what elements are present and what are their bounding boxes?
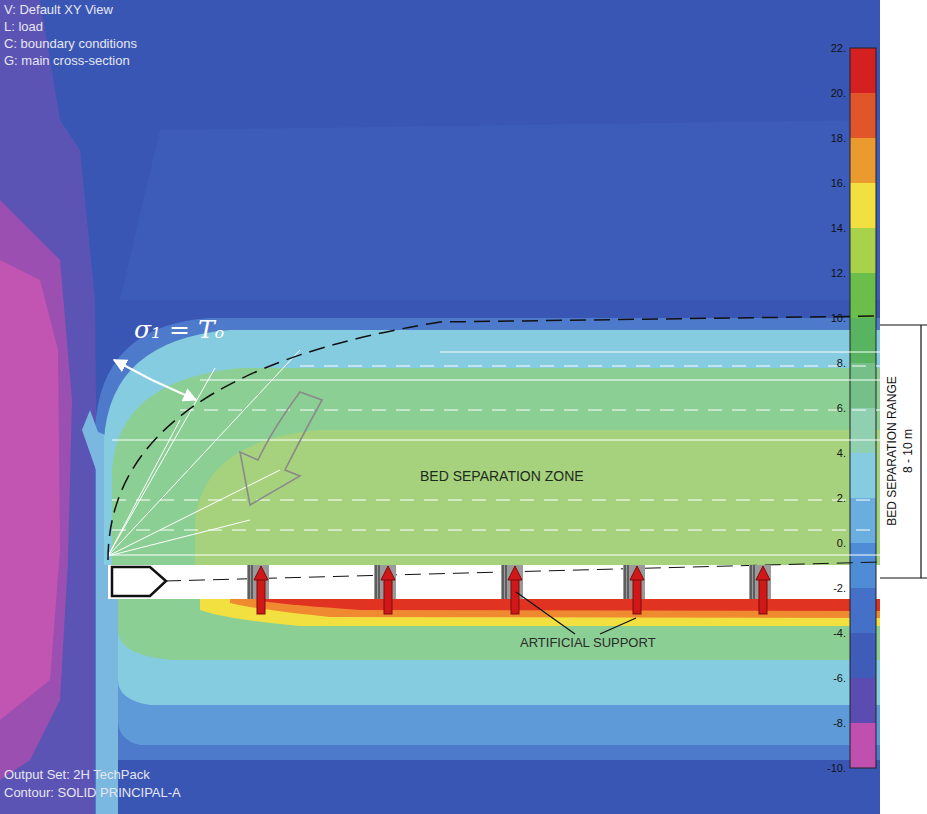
scale-value: 4.: [837, 447, 846, 460]
scale-value: 20.: [831, 87, 846, 100]
strata-lines: [108, 350, 880, 556]
scale-value: 2.: [837, 492, 846, 505]
scale-value: 8.: [837, 357, 846, 370]
leader-lines: [516, 592, 636, 634]
longwall-face: [112, 567, 166, 596]
output-note: Output Set: 2H TechPack: [4, 768, 150, 783]
stress-arrows: [114, 360, 196, 400]
scale-value: 14.: [831, 222, 846, 235]
range-value: 8 - 10 m: [902, 429, 916, 473]
scale-value: -4.: [833, 627, 846, 640]
scale-value: 0.: [837, 537, 846, 550]
scale-value: 10.: [831, 312, 846, 325]
artificial-supports: [247, 565, 771, 614]
scale-value: 12.: [831, 267, 846, 280]
scale-value: -2.: [833, 582, 846, 595]
caving-arc: [108, 316, 880, 560]
scale-value: -10.: [827, 762, 846, 775]
scale-value: 6.: [837, 402, 846, 415]
scale-value: -6.: [833, 672, 846, 685]
scale-value: -8.: [833, 717, 846, 730]
view-note: L: load: [4, 20, 43, 35]
range-label: BED SEPARATION RANGE: [886, 376, 900, 526]
subsidence-arrow: [240, 392, 322, 505]
stress-formula: σ₁ = Tₒ: [134, 316, 224, 345]
scale-value: 22.: [831, 42, 846, 55]
color-bar: [850, 48, 876, 768]
scale-value: 18.: [831, 132, 846, 145]
scale-value: 16.: [831, 177, 846, 190]
output-note: Contour: SOLID PRINCIPAL-A: [4, 786, 181, 801]
view-note: G: main cross-section: [4, 54, 130, 69]
view-note: C: boundary conditions: [4, 37, 137, 52]
range-bracket: [880, 325, 927, 578]
view-note: V: Default XY View: [4, 3, 113, 18]
zone-label: BED SEPARATION ZONE: [420, 468, 584, 484]
support-label: ARTIFICIAL SUPPORT: [520, 636, 656, 651]
